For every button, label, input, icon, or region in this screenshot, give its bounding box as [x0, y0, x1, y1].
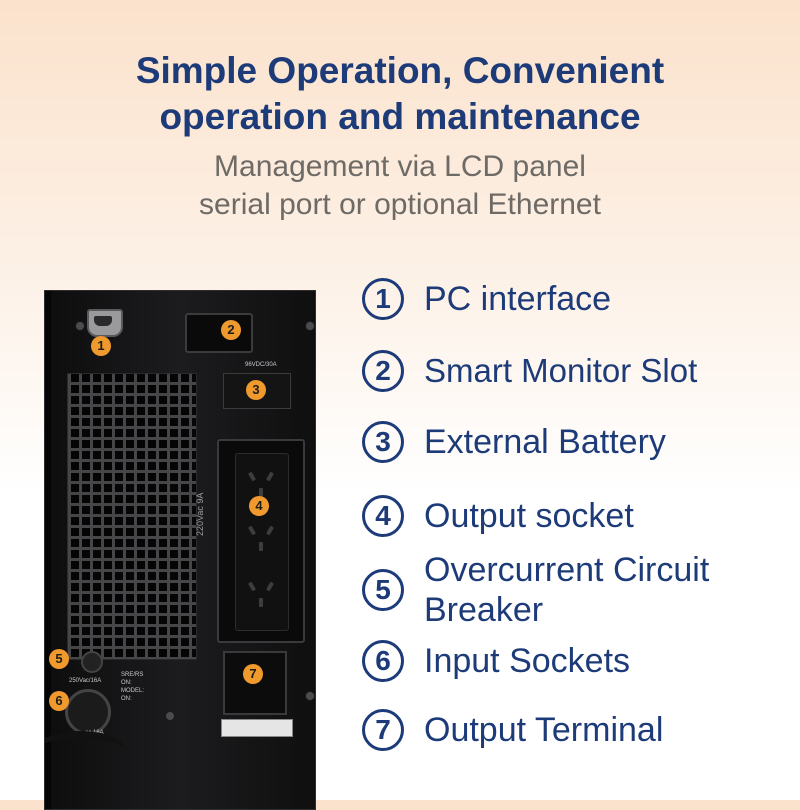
- feature-item-input-sockets: 6 Input Sockets: [362, 640, 630, 682]
- feature-label-line-1: Overcurrent Circuit: [424, 551, 710, 589]
- feature-label: Input Sockets: [424, 642, 631, 680]
- output-socket-strip: [235, 453, 289, 631]
- socket-hole: [248, 581, 256, 592]
- title-line-2: operation and maintenance: [159, 96, 641, 137]
- smart-monitor-slot: [185, 313, 253, 353]
- screw-icon: [75, 321, 85, 331]
- feature-item-external-battery: 3 External Battery: [362, 421, 666, 463]
- feature-number: 1: [362, 278, 404, 320]
- power-cable: [45, 731, 125, 769]
- feature-number: 7: [362, 709, 404, 751]
- ups-rear-panel-image: 96VDC/30A 220Vac 9A 250Vac/16A ac 16A SR…: [44, 290, 316, 810]
- feature-number: 3: [362, 421, 404, 463]
- marker-7: 7: [243, 664, 263, 684]
- feature-label: External Battery: [424, 423, 666, 461]
- screw-icon: [305, 691, 315, 701]
- subtitle-text: Management via LCD panel serial port or …: [0, 148, 800, 224]
- socket-hole: [259, 488, 263, 497]
- feature-number: 6: [362, 640, 404, 682]
- socket-hole: [259, 598, 263, 607]
- circuit-breaker: [81, 651, 103, 673]
- socket-hole: [248, 471, 256, 482]
- marker-6: 6: [49, 691, 69, 711]
- feature-item-output-socket: 4 Output socket: [362, 495, 634, 537]
- title-line-1: Simple Operation, Convenient: [135, 50, 665, 91]
- feature-number: 4: [362, 495, 404, 537]
- socket-hole: [266, 471, 274, 482]
- input-socket: [65, 689, 111, 735]
- subtitle-line-1: Management via LCD panel: [214, 150, 586, 183]
- info-line-4: ON:: [121, 696, 132, 702]
- screw-icon: [165, 711, 175, 721]
- marker-5: 5: [49, 649, 69, 669]
- feature-label: Output socket: [424, 497, 634, 535]
- socket-rating-label: 220Vac 9A: [195, 492, 205, 536]
- feature-item-smart-monitor-slot: 2 Smart Monitor Slot: [362, 350, 697, 392]
- title-text: Simple Operation, Convenient operation a…: [0, 48, 800, 140]
- feature-item-pc-interface: 1 PC interface: [362, 278, 611, 320]
- socket-hole: [259, 542, 263, 551]
- pc-interface-port: [87, 309, 123, 337]
- feature-number: 2: [362, 350, 404, 392]
- info-label: SRE/RS ON: MODEL: ON:: [121, 671, 144, 703]
- feature-item-overcurrent-breaker: 5 Overcurrent Circuit Breaker: [362, 550, 709, 630]
- marker-2: 2: [221, 320, 241, 340]
- subtitle-line-2: serial port or optional Ethernet: [199, 188, 601, 221]
- terminal-label-strip: [221, 719, 293, 737]
- marker-3: 3: [246, 380, 266, 400]
- info-line-1: SRE/RS: [121, 672, 144, 678]
- feature-label: Output Terminal: [424, 711, 664, 749]
- socket-hole: [266, 581, 274, 592]
- screw-icon: [305, 321, 315, 331]
- feature-label: Overcurrent Circuit Breaker: [424, 550, 709, 630]
- info-line-2: ON:: [121, 680, 132, 686]
- feature-label: PC interface: [424, 280, 612, 318]
- feature-item-output-terminal: 7 Output Terminal: [362, 709, 663, 751]
- feature-number: 5: [362, 569, 404, 611]
- battery-rating-label: 96VDC/30A: [245, 362, 277, 368]
- info-line-3: MODEL:: [121, 688, 145, 694]
- output-socket-panel: [217, 439, 305, 643]
- marker-4: 4: [249, 496, 269, 516]
- marker-1: 1: [91, 336, 111, 356]
- ventilation-grille: [67, 373, 197, 660]
- feature-label-line-2: Breaker: [424, 591, 544, 629]
- feature-label: Smart Monitor Slot: [424, 352, 698, 389]
- breaker-rating-label: 250Vac/16A: [69, 678, 102, 684]
- socket-hole: [266, 525, 274, 536]
- panel-edge: [45, 291, 51, 809]
- socket-hole: [248, 525, 256, 536]
